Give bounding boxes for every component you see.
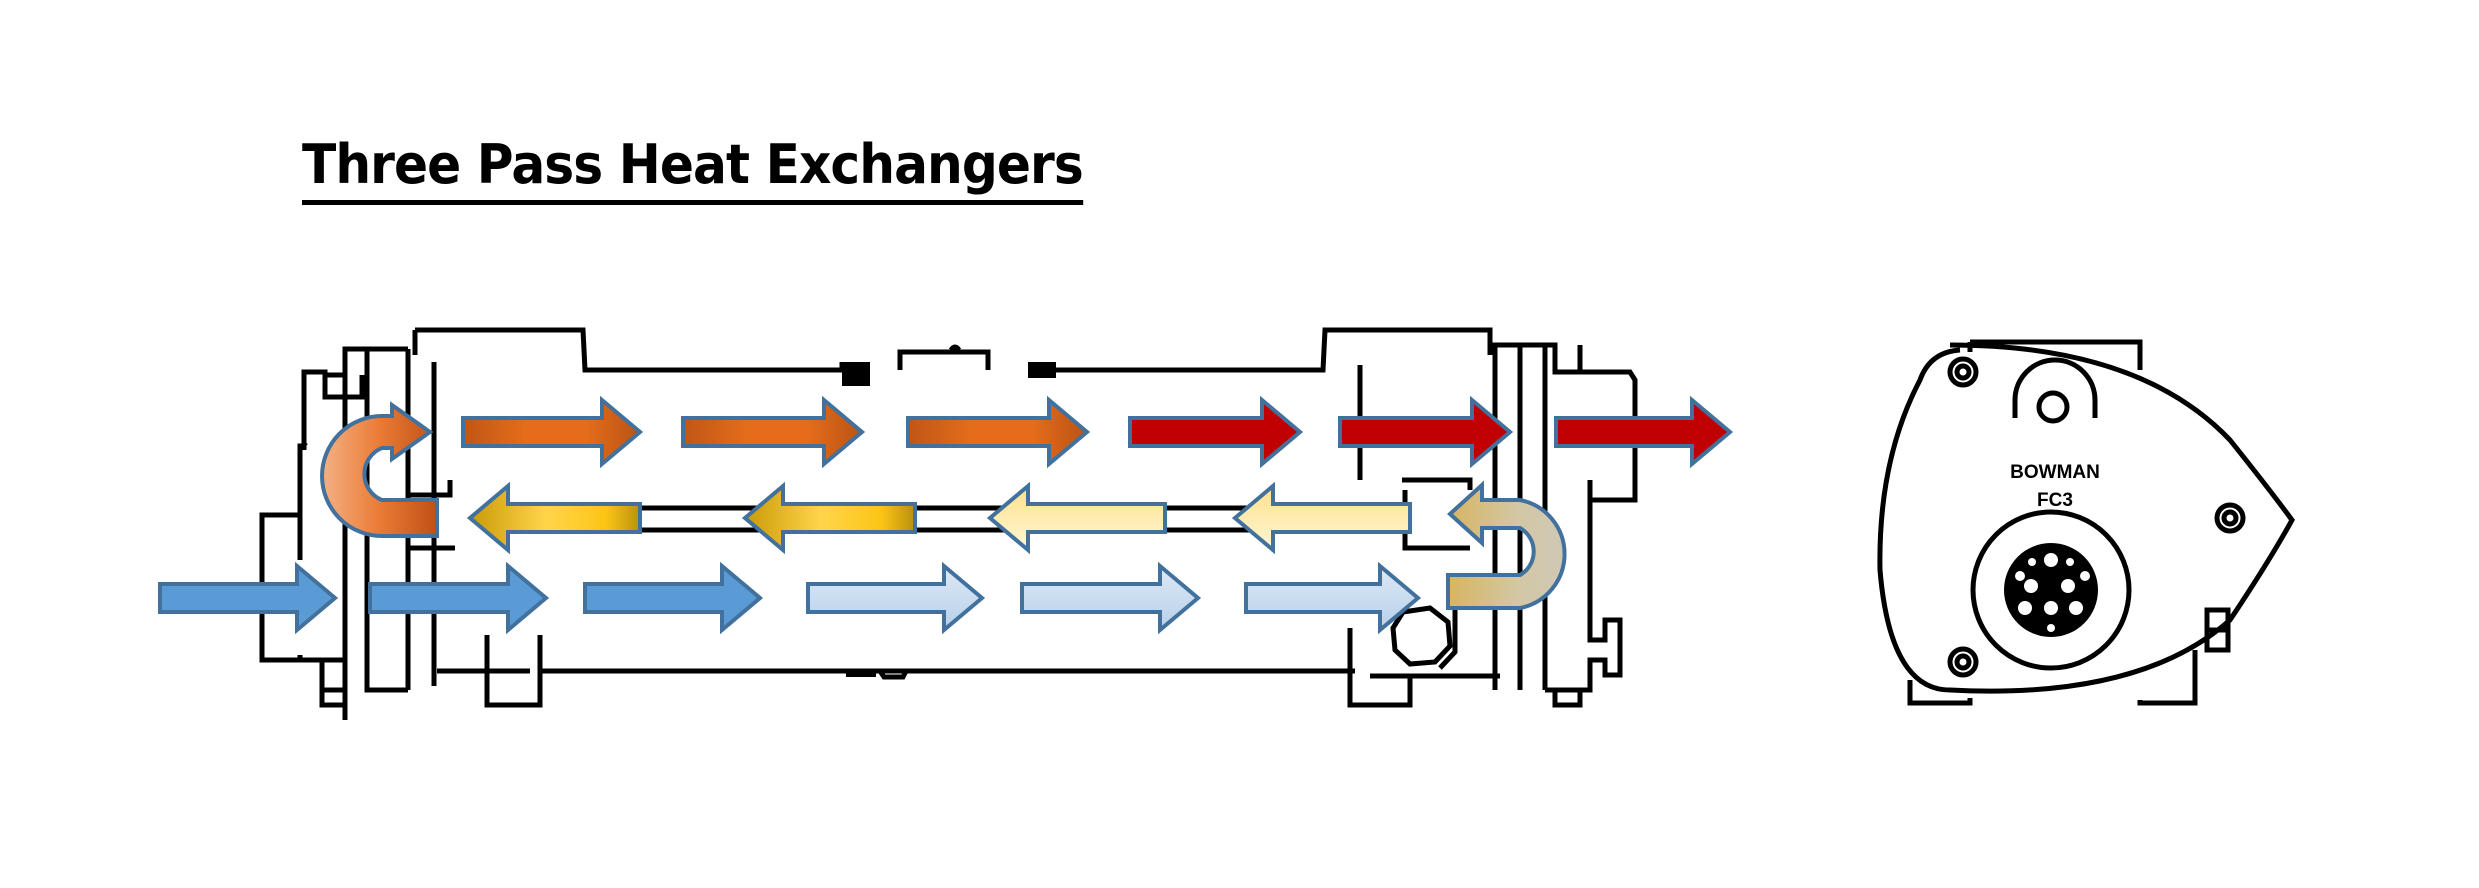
flow-arrow-right: [368, 561, 550, 635]
u-turn-arrow-front: [320, 401, 439, 538]
flow-arrow-right: [158, 561, 339, 635]
flow-arrow-right: [461, 395, 644, 469]
exchanger-body-outline: [259, 327, 1638, 720]
flow-arrow-left: [1231, 481, 1412, 555]
bolt-top-left: [1947, 356, 1979, 388]
flow-arrow-right: [806, 561, 986, 635]
model-label: FC3: [2037, 490, 2073, 511]
flow-arrow-right: [1128, 395, 1304, 469]
flow-arrow-right: [681, 395, 866, 469]
flow-arrow-left: [741, 481, 917, 555]
page-title: Three Pass Heat Exchangers: [302, 138, 1084, 205]
bolt-right: [2214, 502, 2246, 534]
flow-arrow-right: [583, 561, 764, 635]
flow-arrow-right: [906, 395, 1091, 469]
u-turn-arrow-rear: [1446, 480, 1567, 610]
flow-arrow-right: [1338, 395, 1514, 469]
flow-arrow-right: [1020, 561, 1202, 635]
flow-arrows: [158, 395, 1734, 635]
flow-arrow-left: [466, 481, 642, 555]
flow-arrow-left: [986, 481, 1167, 555]
connector-ring: [1970, 509, 2132, 671]
end-view: BOWMAN FC3: [1877, 339, 2295, 706]
flow-arrow-right: [1554, 395, 1734, 469]
bolt-bottom-left: [1947, 646, 1979, 678]
brand-label: BOWMAN: [2010, 462, 2100, 483]
flow-arrow-right: [1244, 561, 1422, 635]
